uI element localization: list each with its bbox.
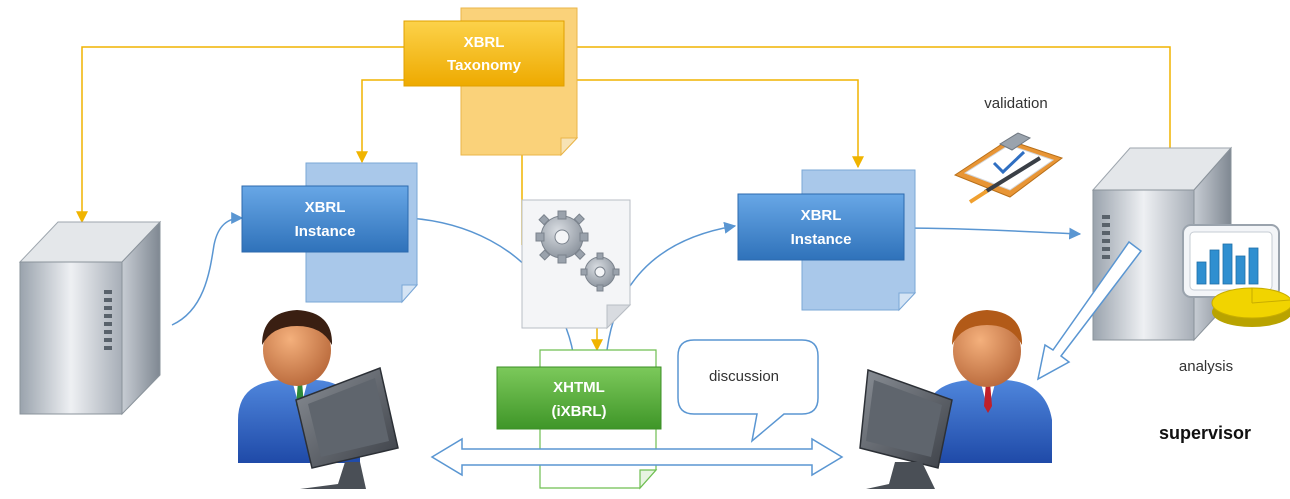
taxonomy-box [403,20,565,87]
instance-left-box [241,185,409,253]
instance-left-label-line2: Instance [295,223,356,240]
connector-taxonomy-to-right-instance [564,79,864,169]
gear-icon [535,210,589,264]
instance-right-label-line2: Instance [791,231,852,248]
company-user-icon [238,310,399,489]
xbrl-taxonomy: XBRL Taxonomy [403,7,579,157]
connector-server-to-instance [171,212,244,326]
connector-taxonomy-to-left-server [76,46,404,224]
validation-clipboard-icon [953,132,1064,204]
server-to-supervisor-arrow [1036,240,1143,381]
xhtml-box [496,366,662,430]
small-gear-icon [580,252,620,292]
xhtml-ixbrl: XHTML (iXBRL) [496,366,662,430]
analysis-label: analysis [1179,358,1233,375]
connector-taxonomy-to-left-instance [356,79,404,164]
xhtml-label-line1: XHTML [553,379,605,396]
supervisor-user-icon [859,310,1052,489]
connector-xhtml-to-instance [606,221,737,351]
flow-connectors [171,212,1082,367]
xhtml-label-line2: (iXBRL) [552,403,607,420]
discussion-bubble: discussion [677,339,819,443]
discussion-arrow [430,437,844,477]
discussion-label: discussion [709,368,779,385]
processor-document [521,199,632,330]
xbrl-instance-right: XBRL Instance [737,169,917,312]
connector-instance-to-supervisor-server [904,227,1082,240]
company-server-icon [18,220,162,416]
taxonomy-label-line1: XBRL [464,34,505,51]
instance-left-label-line1: XBRL [305,199,346,216]
instance-right-box [737,193,905,261]
xbrl-instance-left: XBRL Instance [241,162,419,304]
analysis-chart-icon [1182,224,1290,327]
supervisor-label: supervisor [1159,423,1251,443]
instance-right-label-line1: XBRL [801,207,842,224]
validation-label: validation [984,95,1047,112]
taxonomy-label-line2: Taxonomy [447,57,522,74]
connector-taxonomy-to-right-server [564,46,1176,170]
